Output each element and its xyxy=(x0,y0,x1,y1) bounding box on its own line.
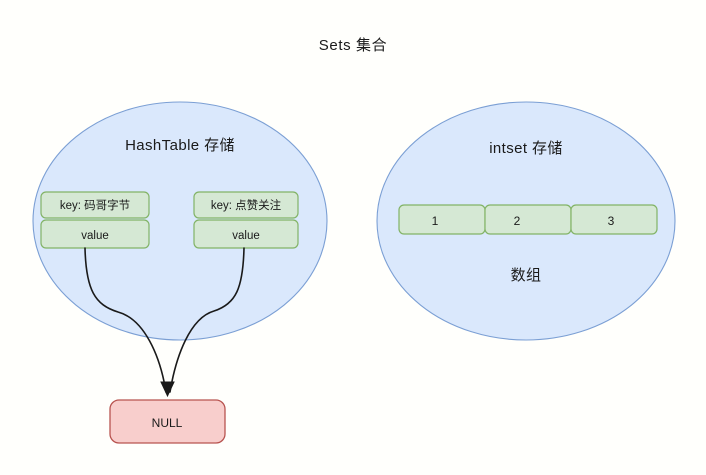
edge-entry-1-to-null xyxy=(169,247,245,393)
intset-cell-2-label: 3 xyxy=(608,214,615,228)
hashtable-entry-0-value-box[interactable] xyxy=(40,219,150,249)
intset-array-caption: 数组 xyxy=(511,267,542,284)
hashtable-entry-1-value-label: value xyxy=(232,230,260,242)
hashtable-group-ellipse xyxy=(32,101,328,341)
edge-entry-0-to-null xyxy=(84,247,167,393)
intset-group-label: intset 存储 xyxy=(489,140,563,157)
null-node-label: NULL xyxy=(152,416,183,430)
null-node-box[interactable] xyxy=(109,399,226,444)
hashtable-entry-0-key-box[interactable] xyxy=(40,191,150,219)
intset-cell-2-box[interactable] xyxy=(570,204,658,235)
hashtable-entry-1-key-label: key: 点赞关注 xyxy=(211,198,282,212)
intset-cell-0-box[interactable] xyxy=(398,204,486,235)
arrow-head-to-null-icon xyxy=(160,381,175,398)
hashtable-entry-1-key-box[interactable] xyxy=(193,191,299,219)
hashtable-entry-1-value-box[interactable] xyxy=(193,219,299,249)
diagram-title: Sets 集合 xyxy=(319,37,387,54)
intset-cell-1-box[interactable] xyxy=(484,204,572,235)
hashtable-entry-0-key-label: key: 码哥字节 xyxy=(60,198,130,212)
intset-cell-0-label: 1 xyxy=(432,214,439,228)
intset-cell-1-label: 2 xyxy=(514,214,521,228)
hashtable-group-label: HashTable 存储 xyxy=(125,137,235,154)
hashtable-entry-0-value-label: value xyxy=(81,230,109,242)
